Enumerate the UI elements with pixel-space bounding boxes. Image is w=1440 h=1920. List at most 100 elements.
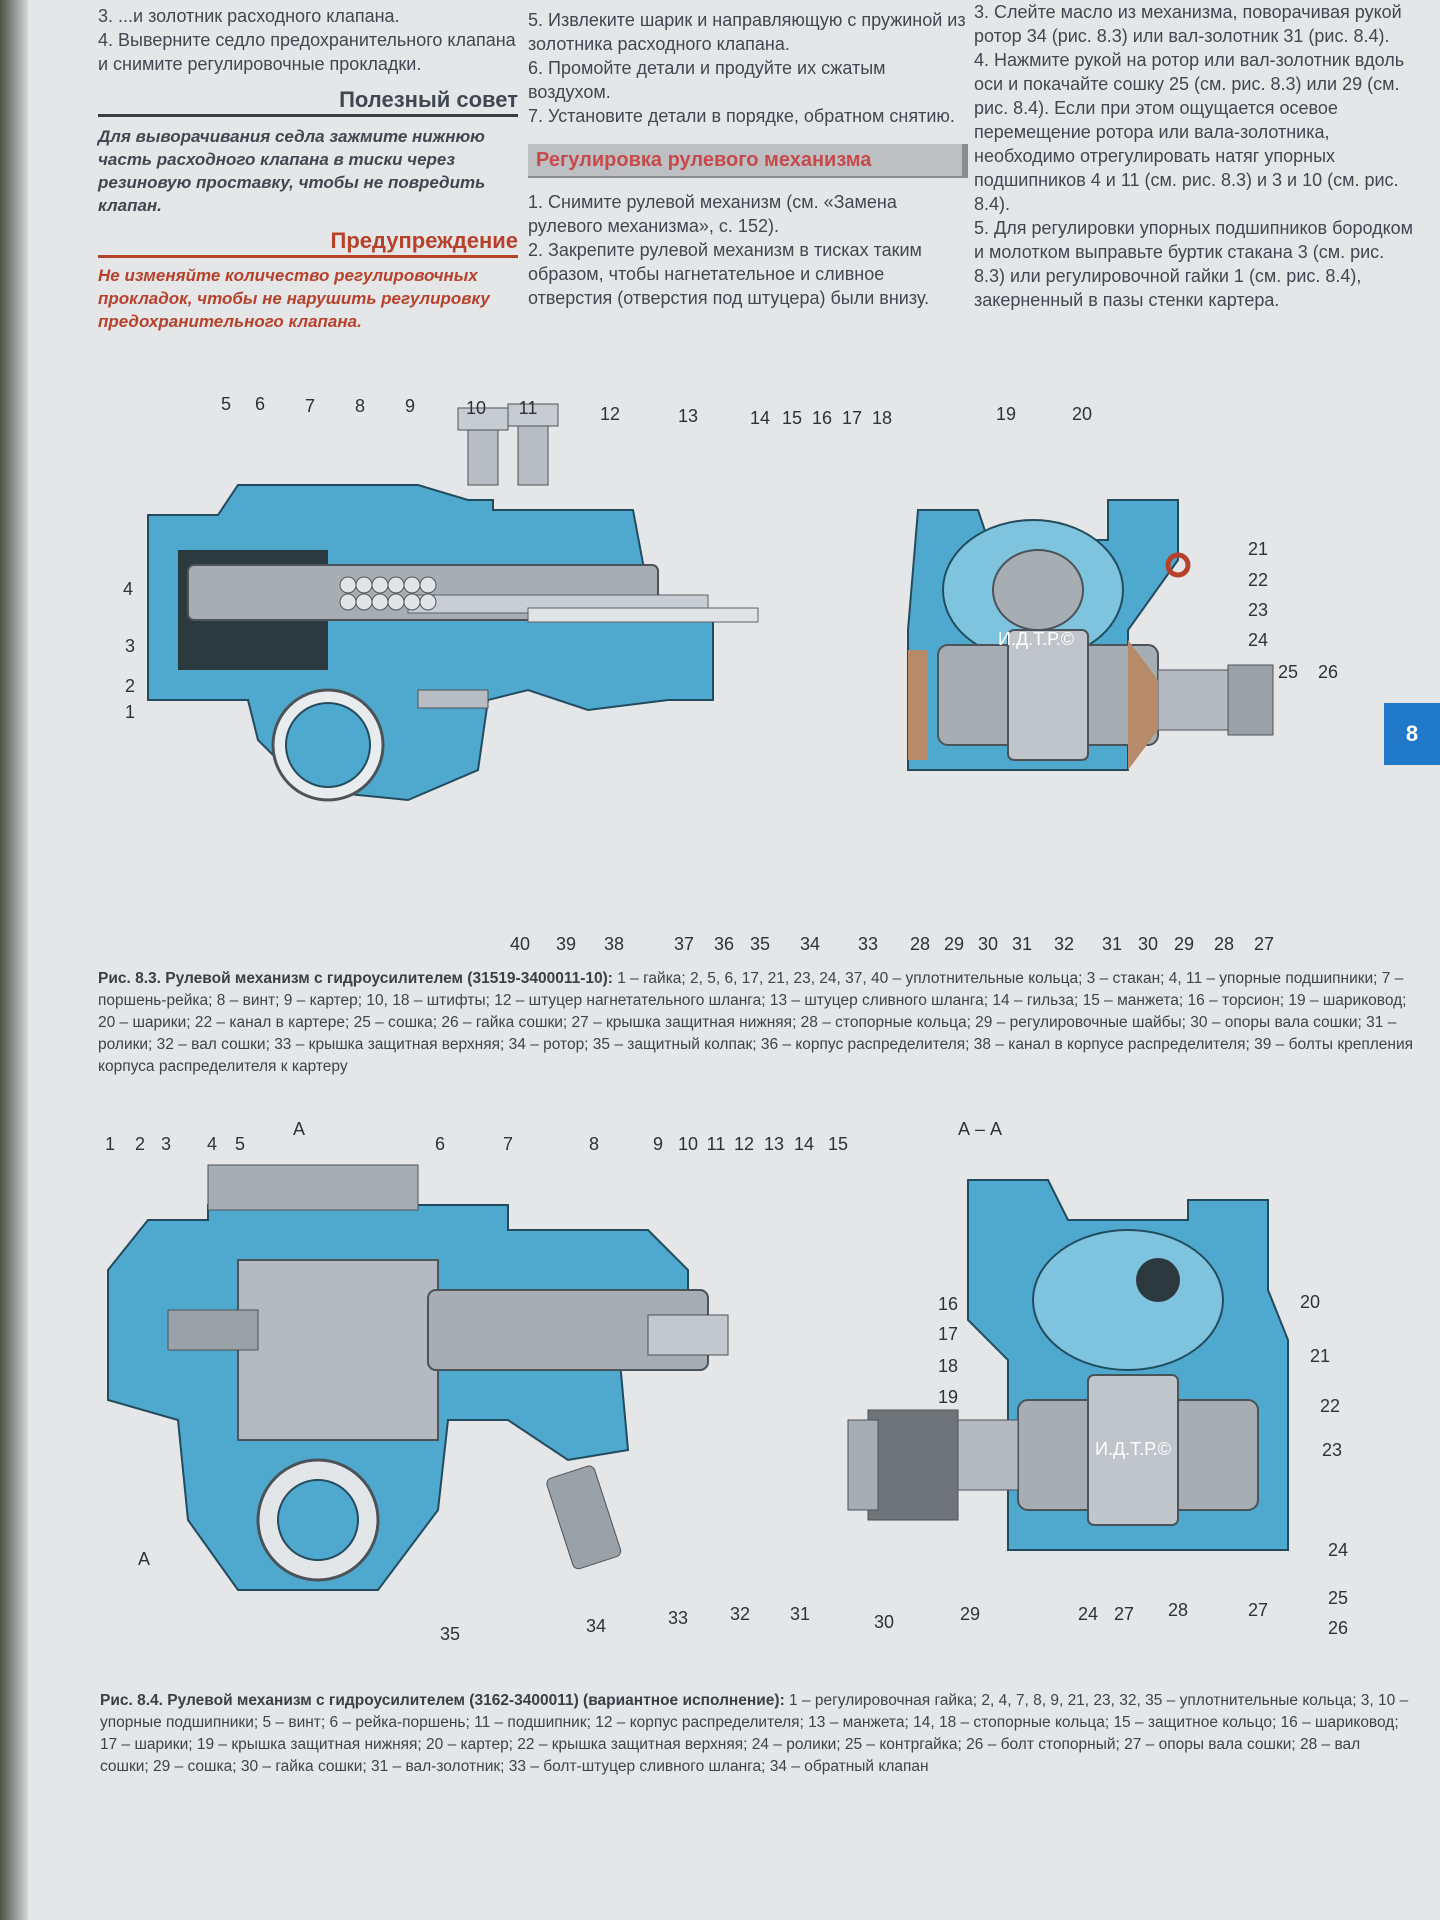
watermark: И.Д.Т.Р.©: [1095, 1439, 1171, 1459]
callout-number: 12: [734, 1134, 754, 1154]
callout-number: 24: [1248, 630, 1268, 650]
callout-number: 34: [800, 934, 820, 950]
callout-number: 33: [858, 934, 878, 950]
callout-number: 29: [1174, 934, 1194, 950]
paragraph: 5. Для регулировки упорных подшипников б…: [974, 218, 1414, 310]
callout-number: 3: [125, 636, 135, 656]
callout-number: 17: [842, 408, 862, 428]
callout-number: 36: [714, 934, 734, 950]
callout-number: 10: [678, 1134, 698, 1154]
text-column-2: 5. Извлеките шарик и направляющую с пруж…: [528, 0, 968, 310]
callout-number: 22: [1248, 570, 1268, 590]
callout-number: 27: [1248, 1600, 1268, 1620]
callout-number: 21: [1248, 539, 1268, 559]
callout-number: 1: [125, 702, 135, 722]
callout-number: 8: [355, 396, 365, 416]
callout-number: 18: [872, 408, 892, 428]
callout-number: 2: [125, 676, 135, 696]
callout-number: 5: [221, 394, 231, 414]
callout-number: 8: [589, 1134, 599, 1154]
callout-number: 28: [1214, 934, 1234, 950]
callout-number: 14: [794, 1134, 814, 1154]
callout-number: 28: [910, 934, 930, 950]
caption-title: Рис. 8.4. Рулевой механизм с гидроусилит…: [100, 1692, 785, 1709]
callout-number: 14: [750, 408, 770, 428]
callout-number: 1: [105, 1134, 115, 1154]
page-edge: [0, 0, 28, 1920]
section-label: А – А: [958, 1120, 1002, 1139]
book-page: 3. ...и золотник расходного клапана. 4. …: [28, 0, 1440, 1920]
callout-number: 23: [1248, 600, 1268, 620]
callout-number: 18: [938, 1356, 958, 1376]
callout-number: 9: [405, 396, 415, 416]
callout-number: 30: [1138, 934, 1158, 950]
callouts-left: 16 17 18 19: [938, 1294, 958, 1407]
paragraph: 1. Снимите рулевой механизм (см. «Замена…: [528, 192, 897, 236]
callout-number: 13: [678, 406, 698, 426]
callout-number: 25: [1278, 662, 1298, 682]
callout-number: 27: [1254, 934, 1274, 950]
warning-heading: Предупреждение: [98, 229, 518, 258]
sector-shaft-section: И.Д.Т.Р.©: [907, 499, 1274, 771]
section-mark-bottom: А: [138, 1549, 150, 1569]
advice-heading: Полезный совет: [98, 88, 518, 117]
callout-number: 29: [944, 934, 964, 950]
callout-number: 32: [730, 1604, 750, 1624]
callout-number: 40: [510, 934, 530, 950]
callout-number: 19: [996, 404, 1016, 424]
callout-number: 26: [1328, 1618, 1348, 1638]
callout-number: 16: [938, 1294, 958, 1314]
text-column-1: 3. ...и золотник расходного клапана. 4. …: [98, 0, 518, 333]
callout-number: 30: [978, 934, 998, 950]
callout-number: 17: [938, 1324, 958, 1344]
callout-number: 24: [1078, 1604, 1098, 1624]
steering-gear-cutaway-variant: А А: [107, 1120, 729, 1591]
callout-number: 9: [653, 1134, 663, 1154]
callout-number: 34: [586, 1616, 606, 1636]
paragraph: 3. ...и золотник расходного клапана.: [98, 6, 400, 26]
callout-number: 6: [435, 1134, 445, 1154]
callout-number: 35: [750, 934, 770, 950]
callout-number: 30: [874, 1612, 894, 1632]
caption-text: 1 – регулировочная гайка; 2, 4, 7, 8, 9,…: [100, 1692, 1409, 1775]
callout-number: 26: [1318, 662, 1338, 682]
sector-shaft-section-variant: А – А И.Д.Т.Р.©: [847, 1120, 1289, 1551]
callout-number: 11: [519, 398, 538, 418]
callout-number: 32: [1054, 934, 1074, 950]
callout-number: 11: [707, 1134, 726, 1154]
callouts-right: 21 22 23 24 25 26: [1248, 539, 1338, 682]
callout-number: 22: [1320, 1396, 1340, 1416]
callout-number: 19: [938, 1387, 958, 1407]
callout-number: 23: [1322, 1440, 1342, 1460]
callout-number: 2: [135, 1134, 145, 1154]
advice-text: Для выворачивания седла зажмите нижнюю ч…: [98, 127, 486, 215]
steering-gear-cutaway: [147, 403, 759, 802]
section-heading: Регулировка рулевого механизма: [528, 144, 968, 178]
callout-number: 7: [503, 1134, 513, 1154]
callout-number: 7: [305, 396, 315, 416]
paragraph: 5. Извлеките шарик и направляющую с пруж…: [528, 10, 966, 54]
callout-number: 39: [556, 934, 576, 950]
callout-number: 31: [1102, 934, 1122, 950]
paragraph: 3. Слейте масло из механизма, поворачива…: [974, 2, 1402, 46]
text-column-3: 3. Слейте масло из механизма, поворачива…: [974, 0, 1414, 312]
callout-number: 35: [440, 1624, 460, 1644]
paragraph: 7. Установите детали в порядке, обратном…: [528, 106, 955, 126]
callout-number: 16: [812, 408, 832, 428]
paragraph: 4. Выверните седло предохранительного кл…: [98, 30, 516, 74]
callout-number: 15: [828, 1134, 848, 1154]
chapter-tab: 8: [1384, 703, 1440, 765]
callout-number: 15: [782, 408, 802, 428]
watermark: И.Д.Т.Р.©: [998, 629, 1074, 649]
callout-number: 6: [255, 394, 265, 414]
figure-8-3-caption: Рис. 8.3. Рулевой механизм с гидроусилит…: [98, 968, 1418, 1078]
callout-number: 38: [604, 934, 624, 950]
callout-number: 31: [790, 1604, 810, 1624]
callout-number: 37: [674, 934, 694, 950]
